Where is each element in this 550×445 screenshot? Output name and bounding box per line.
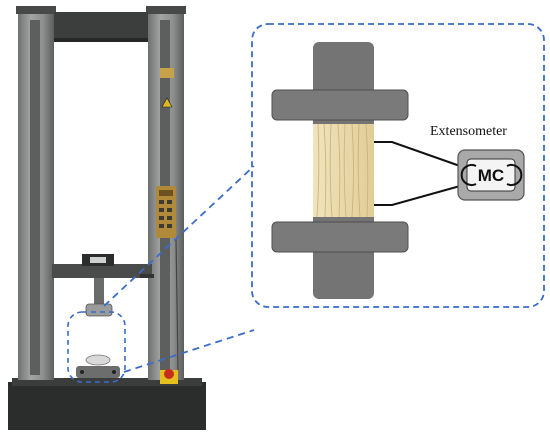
left-column-slot [30,20,40,375]
extensometer-wire-lower [374,185,461,206]
wood-specimen [313,124,374,217]
detail-callout-box [251,23,545,308]
bolt-icon [112,370,116,374]
crosshead-knob [140,274,154,278]
machine-base [8,382,206,430]
emergency-stop-icon [164,369,174,379]
extensometer-face [466,158,516,192]
mc-logo-icon: MC [460,164,523,186]
left-column-cap [16,6,56,14]
label-plate [160,68,174,78]
extensometer-label: Extensometer [430,124,507,139]
bolt-icon [80,370,84,374]
callout-connector-upper [103,165,255,307]
testing-machine [8,6,206,430]
right-column-cap [146,6,186,14]
pendant-buttons [159,200,172,228]
load-cell-label [90,257,106,263]
moving-crosshead [52,264,152,278]
upper-platen-rod [94,278,104,304]
warning-triangle-icon [161,97,173,108]
top-crosshead-shadow [54,38,148,42]
lower-platen [85,354,111,366]
upper-clamp [271,89,409,121]
pendant-display [159,190,173,196]
detail-view: MC [251,23,545,308]
top-crosshead [54,12,148,42]
extensometer-wire-upper [374,141,461,167]
specimen-callout-box [67,311,126,383]
callout-connector-lower [123,329,255,373]
logo-text: MC [478,166,504,185]
wood-grain [316,123,369,218]
pendant-cable [175,237,179,371]
lower-platen-base [76,366,120,378]
upper-platen [85,303,113,317]
lower-clamp [271,221,409,253]
